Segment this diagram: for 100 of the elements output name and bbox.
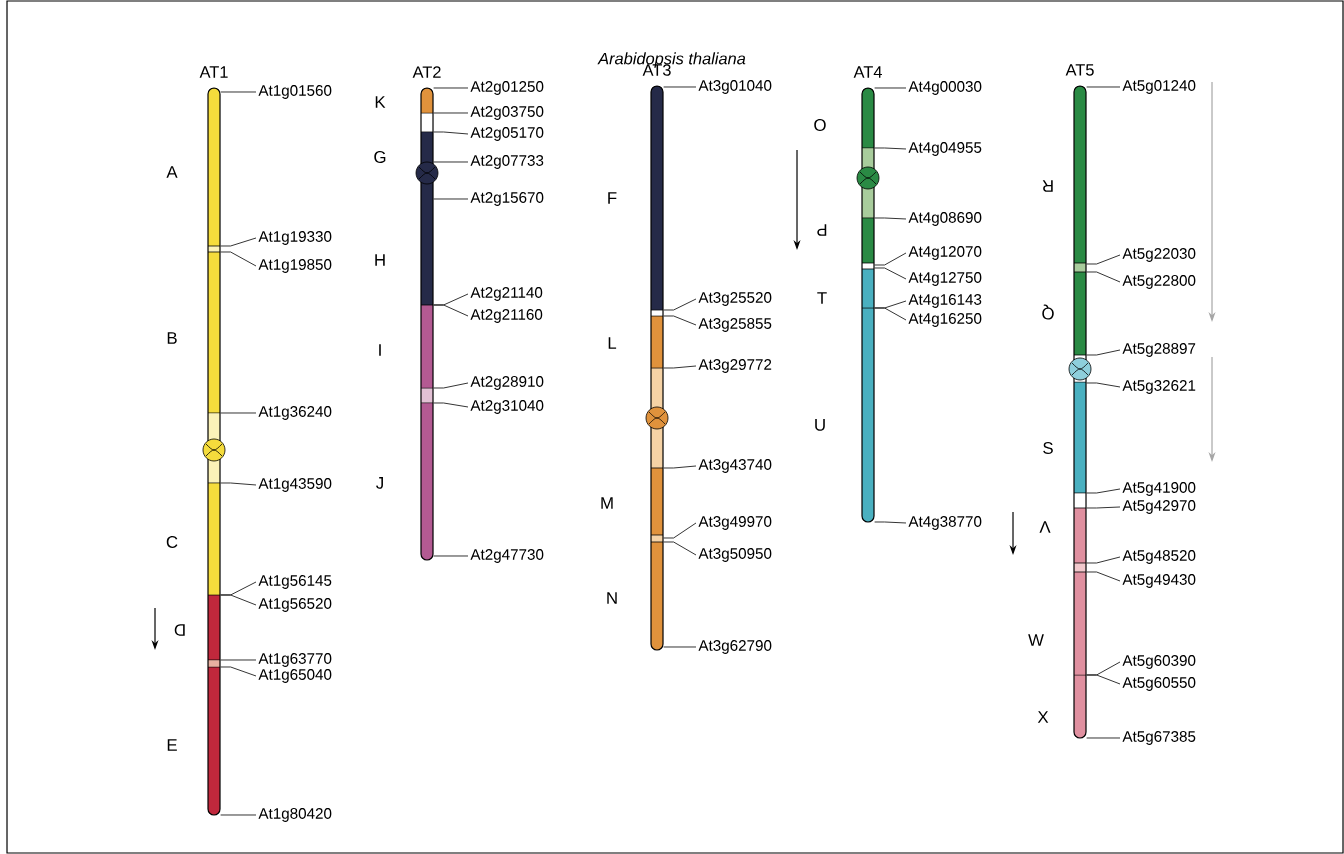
- leader-line: [1086, 382, 1121, 388]
- leader-line: [874, 217, 907, 220]
- leader-line: [433, 112, 469, 114]
- gene-label: At5g42970: [1122, 500, 1196, 514]
- chromosome-label: AT1: [199, 66, 228, 78]
- leader-line: [663, 522, 697, 539]
- segment-letter: I: [379, 344, 381, 356]
- gene-label: At5g01240: [1122, 80, 1196, 94]
- segment-letter: H: [375, 254, 385, 266]
- gene-label: At2g01250: [470, 81, 544, 95]
- gene-label: At3g01040: [698, 80, 772, 94]
- leader-line: [1086, 254, 1121, 265]
- gene-label: At5g60390: [1122, 655, 1196, 669]
- gene-label: At5g41900: [1122, 482, 1196, 496]
- leader-line: [663, 465, 697, 469]
- gene-label: At3g50950: [698, 548, 772, 562]
- chromosome-label: AT5: [1065, 64, 1094, 76]
- leader-line: [663, 298, 697, 311]
- leader-line: [433, 382, 469, 389]
- leader-line: [433, 555, 469, 557]
- gene-label: At1g19330: [258, 231, 332, 245]
- segment-letter: R: [1042, 180, 1053, 192]
- gene-label: At5g22030: [1122, 248, 1196, 262]
- leader-line: [1086, 86, 1121, 88]
- gene-label: At1g36240: [258, 406, 332, 420]
- gene-label: At4g00030: [908, 81, 982, 95]
- segment-letter: E: [167, 739, 177, 751]
- leader-line: [663, 365, 697, 369]
- segment-letter: M: [601, 497, 613, 509]
- segment-letter: Q: [1042, 304, 1054, 320]
- leader-line: [663, 315, 697, 326]
- segment-letter: V: [1039, 521, 1051, 533]
- gene-label: At4g04955: [908, 142, 982, 156]
- gene-label: At3g62790: [698, 640, 772, 654]
- leader-line: [874, 267, 907, 280]
- segment-letter: K: [375, 96, 386, 108]
- segment-letter: P: [817, 224, 827, 236]
- segment-letter: J: [376, 477, 383, 489]
- gene-label: At2g47730: [470, 549, 544, 563]
- segment-letter: X: [1037, 711, 1049, 723]
- gene-label: At1g43590: [258, 478, 332, 492]
- leader-line: [433, 304, 469, 317]
- gene-label: At1g63770: [258, 653, 332, 667]
- leader-line: [663, 86, 697, 88]
- leader-line: [874, 307, 907, 321]
- gene-label: At1g01560: [258, 85, 332, 99]
- leader-line: [433, 198, 469, 200]
- segment-letter: B: [167, 332, 177, 344]
- leader-line: [220, 814, 257, 816]
- segment-letter: F: [608, 192, 617, 204]
- gene-label: At2g21160: [470, 309, 543, 323]
- gene-label: At5g22800: [1122, 275, 1196, 289]
- leader-line: [874, 521, 907, 524]
- gene-label: At1g80420: [258, 808, 332, 822]
- segment-letter: L: [608, 337, 617, 349]
- segment-letter: U: [815, 419, 825, 431]
- leader-line: [1086, 737, 1121, 739]
- gene-label: At3g25855: [698, 318, 772, 332]
- gene-label: At2g28910: [470, 376, 544, 390]
- gene-label: At3g29772: [698, 359, 772, 373]
- leader-line: [1086, 674, 1121, 685]
- segment-letter: O: [814, 119, 826, 131]
- leader-line: [433, 161, 469, 163]
- leader-line: [220, 659, 257, 661]
- leader-line: [1086, 488, 1121, 494]
- leader-line: [433, 87, 469, 89]
- chromosome-label: AT4: [853, 66, 882, 78]
- leader-line: [1086, 506, 1121, 509]
- gene-label: At5g60550: [1122, 677, 1196, 691]
- leader-line: [1086, 556, 1121, 564]
- segment-letter: S: [1043, 442, 1053, 454]
- segment-letter: W: [1028, 634, 1044, 646]
- gene-label: At4g08690: [908, 212, 982, 226]
- gene-label: At5g28897: [1122, 343, 1196, 357]
- segment-letter: D: [174, 624, 185, 636]
- gene-label: At4g16250: [908, 313, 982, 327]
- gene-label: At1g56145: [258, 575, 332, 589]
- gene-label: At2g31040: [470, 400, 544, 414]
- leader-line: [874, 87, 907, 89]
- gene-label: At5g49430: [1122, 574, 1196, 588]
- leader-line: [874, 252, 907, 266]
- leader-line: [1086, 349, 1121, 356]
- leader-line: [433, 131, 469, 135]
- gene-label: At2g21140: [470, 287, 543, 301]
- gene-label: At1g56520: [258, 598, 332, 612]
- gene-label: At5g48520: [1122, 550, 1196, 564]
- segment-letter: G: [374, 151, 386, 163]
- leader-line: [220, 412, 257, 414]
- segment-letter: C: [166, 536, 178, 548]
- leader-line: [433, 402, 469, 408]
- leader-line: [874, 147, 907, 150]
- segment-letter: T: [817, 292, 827, 304]
- leader-line: [1086, 271, 1121, 283]
- gene-label: At5g32621: [1122, 380, 1196, 394]
- leader-line: [220, 594, 257, 606]
- leader-line: [663, 541, 697, 556]
- gene-label: At3g43740: [698, 459, 772, 473]
- segment-letter: N: [607, 592, 617, 604]
- gene-label: At4g16143: [908, 294, 982, 308]
- segment-letter: A: [166, 166, 178, 178]
